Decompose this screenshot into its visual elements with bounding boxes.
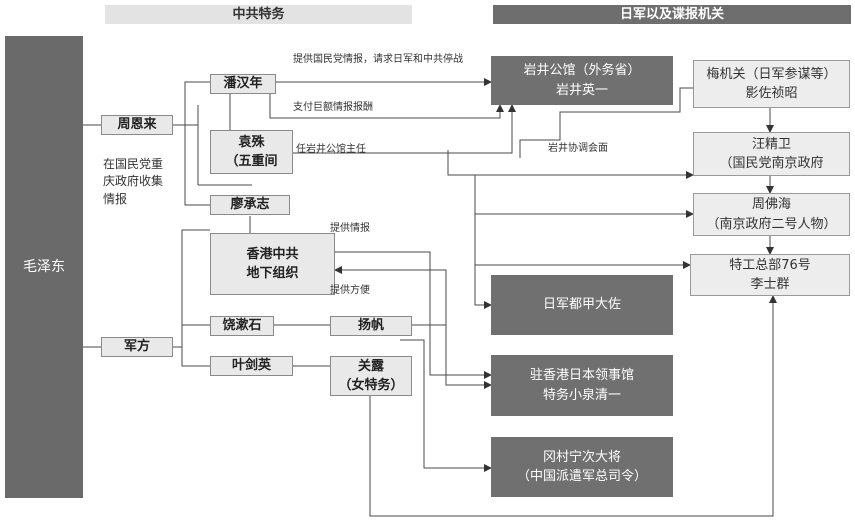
- guan-lu-node: 关露 （女特务）: [330, 356, 412, 396]
- mao-zedong-node: 毛泽东: [5, 36, 83, 498]
- yang-fan-node: 扬帆: [330, 316, 412, 336]
- wang-jingwei-node: 汪精卫 （国民党南京政府: [693, 132, 850, 176]
- liao-chengzhi-node: 廖承志: [210, 195, 290, 215]
- edge-label-payment: 支付巨额情报报酬: [293, 102, 373, 113]
- edge-label-iwai-head: 任岩井公馆主任: [296, 144, 366, 155]
- okamura-node: 冈村宁次大将 （中国派遣军总司令）: [491, 437, 673, 497]
- ye-jianying-node: 叶剑英: [210, 356, 293, 376]
- edge-label-give-intel: 提供情报: [330, 223, 370, 234]
- zhou-enlai-node: 周恩来: [101, 115, 173, 135]
- hk-underground-node: 香港中共 地下组织: [210, 233, 335, 295]
- dujia-colonel-node: 日军都甲大佐: [491, 275, 673, 335]
- header-japanese-intelligence: 日军以及谍报机关: [493, 5, 851, 24]
- pan-hannian-node: 潘汉年: [210, 74, 276, 94]
- edge-label-iwai-meeting: 岩井协调会面: [548, 143, 608, 154]
- edge-label-intel-request: 提供国民党情报，请求日军和中共停战: [293, 54, 463, 65]
- rao-shushi-node: 饶漱石: [210, 316, 274, 336]
- tegong-76-node: 特工总部76号 李士群: [690, 254, 850, 296]
- iwai-mansion-node: 岩井公馆（外务省） 岩井英一: [491, 56, 673, 105]
- yuan-shu-node: 袁殊 （五重间: [210, 130, 293, 174]
- edge-label-give-help: 提供方便: [330, 285, 370, 296]
- edge-label-kmt-intel: 在国民党重 庆政府收集 情报: [103, 157, 164, 206]
- military-node: 军方: [101, 337, 173, 357]
- zhou-fohai-node: 周佛海 （南京政府二号人物）: [693, 193, 850, 236]
- mei-agency-node: 梅机关（日军参谋等） 影佐祯昭: [693, 60, 850, 108]
- hk-consulate-node: 驻香港日本领事馆 特务小泉清一: [491, 355, 673, 416]
- header-ccp-agents: 中共特务: [105, 5, 412, 24]
